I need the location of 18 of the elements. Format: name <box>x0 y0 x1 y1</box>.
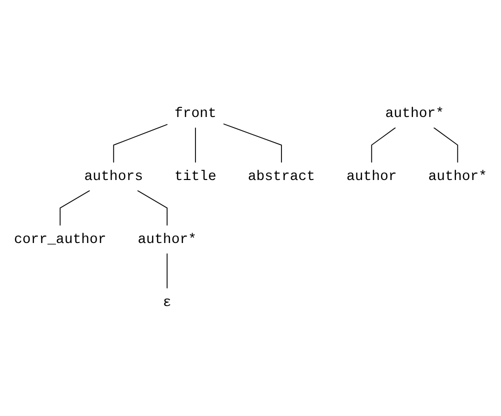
connector <box>113 124 168 163</box>
node-text: author* <box>138 232 196 248</box>
connector <box>195 127 196 163</box>
node-text: author <box>346 168 397 184</box>
node-text: author* <box>428 168 488 184</box>
node-text: authors <box>84 168 143 184</box>
node-text: abstract <box>248 168 316 184</box>
node-text: corr_author <box>14 232 106 248</box>
connector <box>371 127 396 163</box>
connector <box>136 190 168 226</box>
node-text: author* <box>385 106 444 122</box>
connector <box>222 123 282 163</box>
connector <box>166 253 168 289</box>
node-text: title <box>174 168 216 184</box>
node-text: front <box>174 106 216 122</box>
node-text: ε <box>162 294 172 310</box>
connector <box>60 190 90 226</box>
connector <box>433 127 458 163</box>
